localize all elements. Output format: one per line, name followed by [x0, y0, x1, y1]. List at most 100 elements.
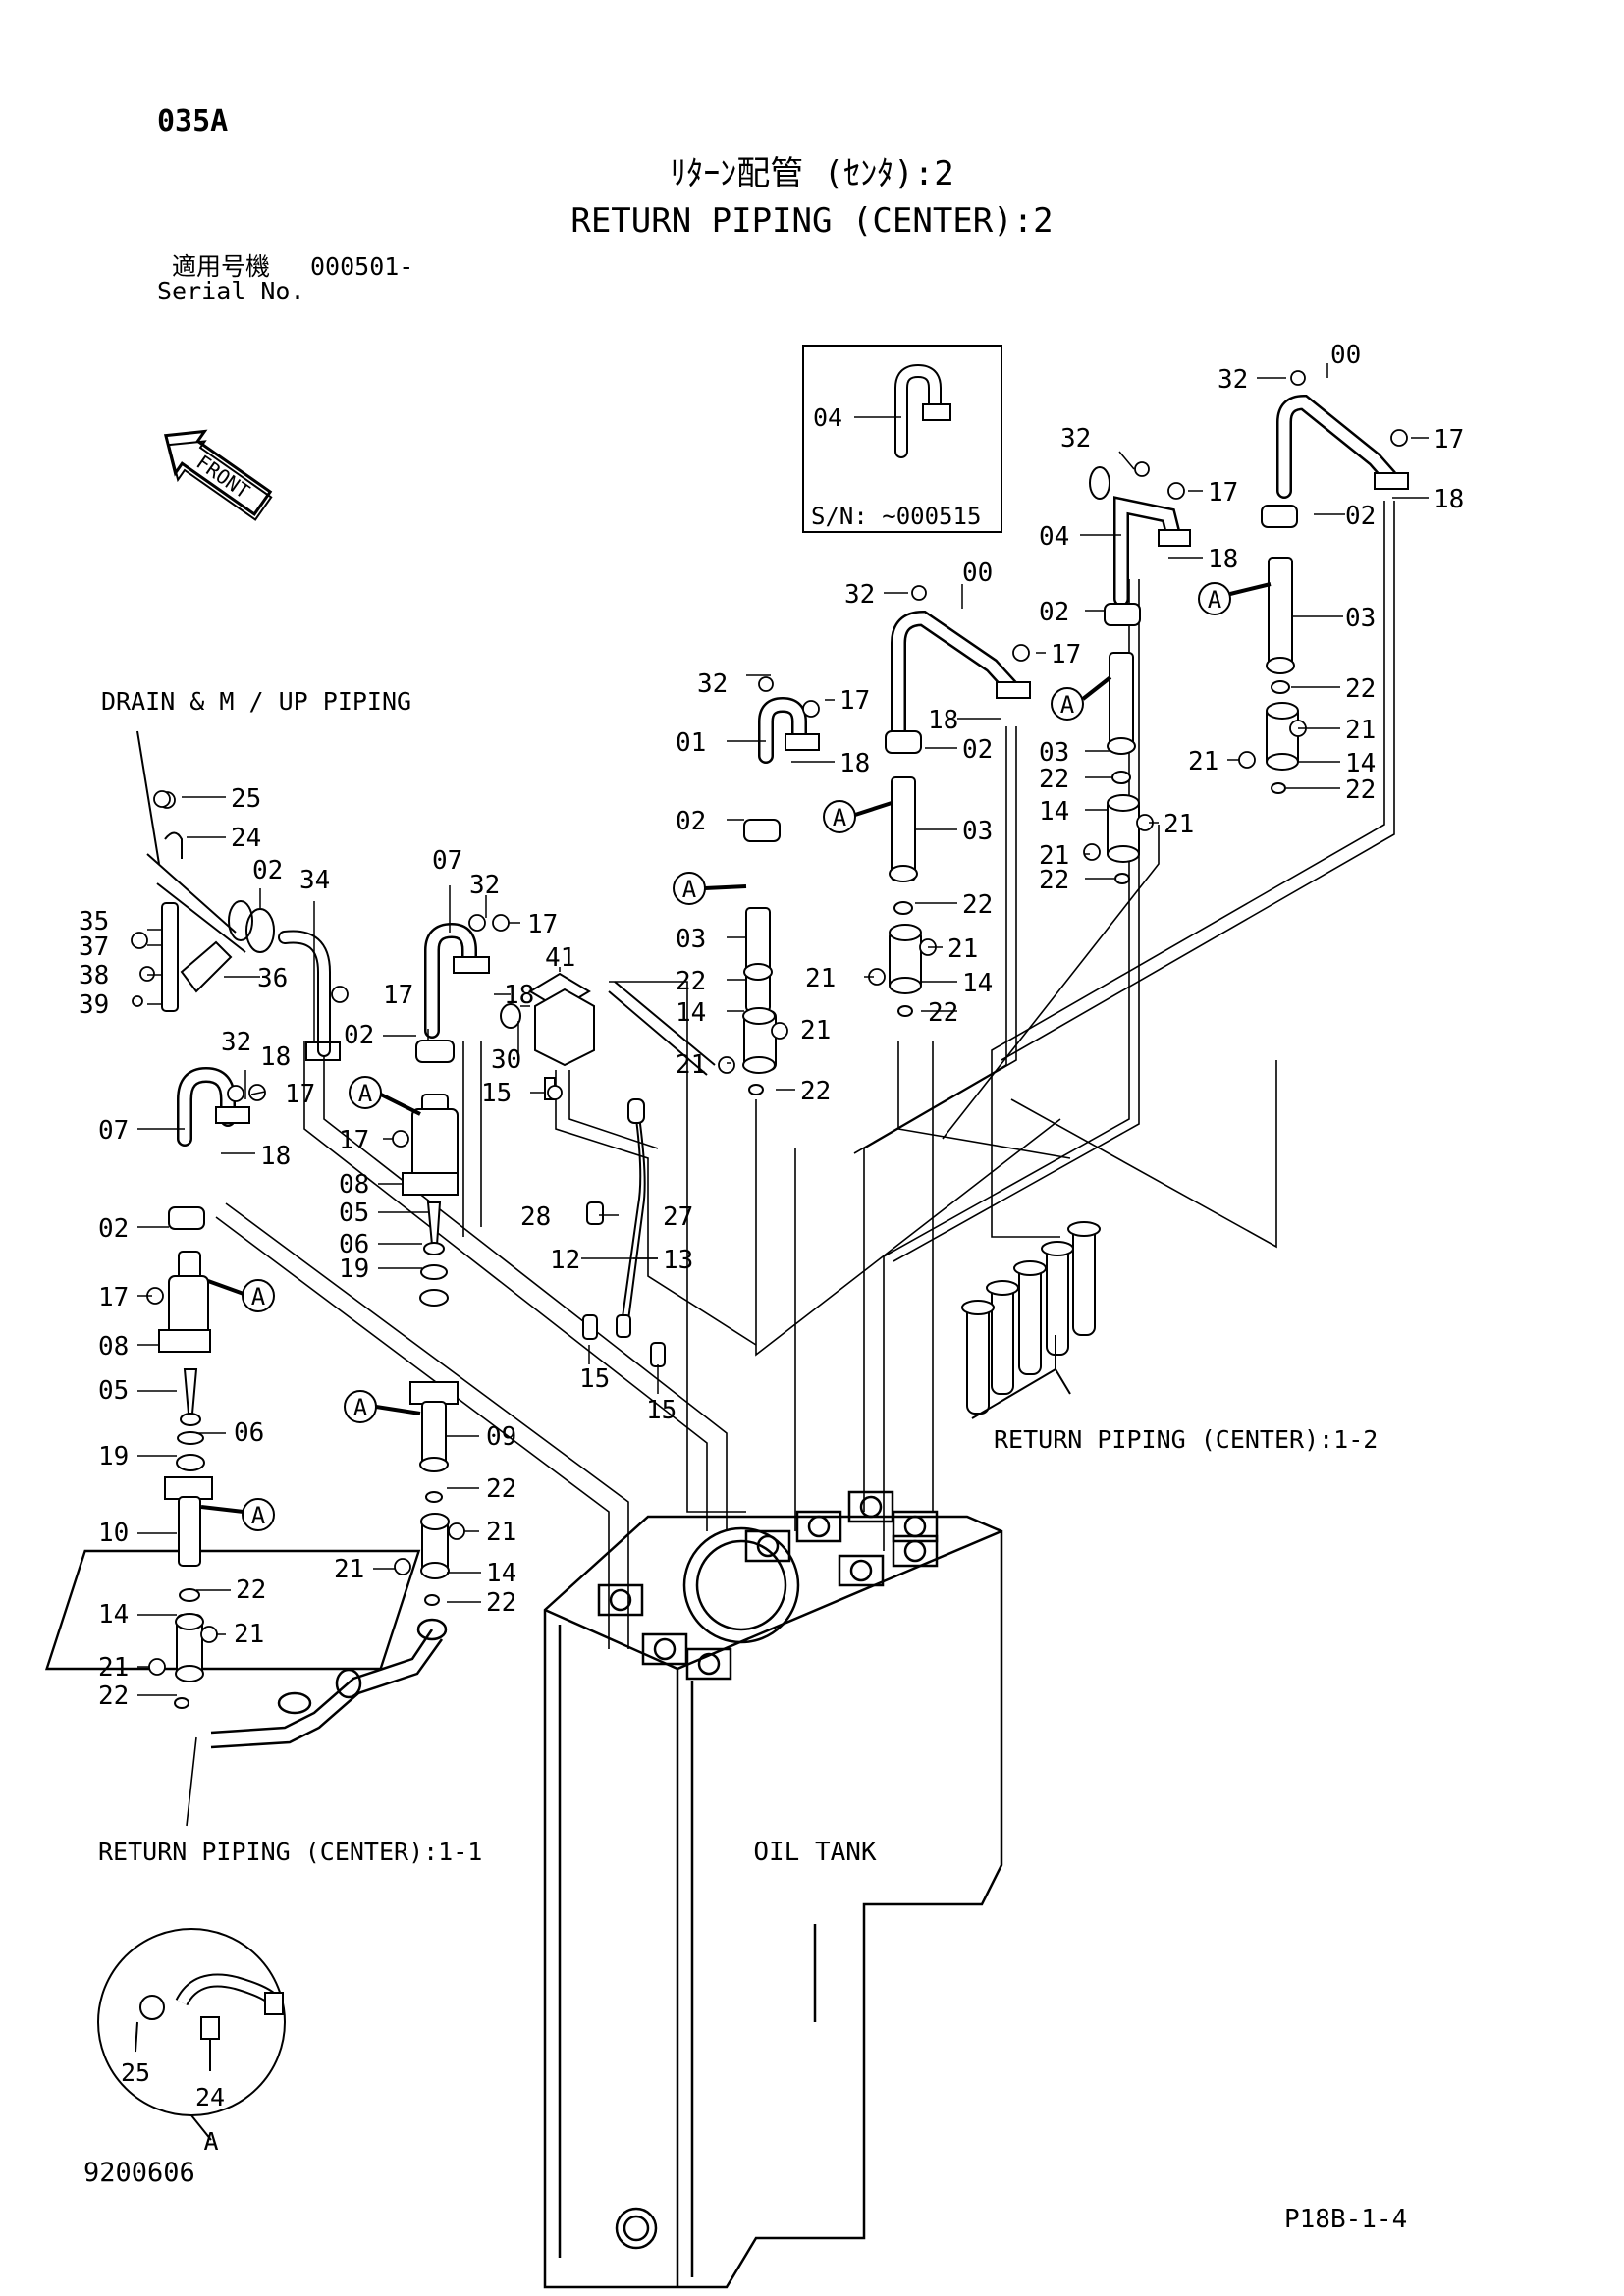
label-21: 21 — [947, 934, 978, 964]
serial-inset: 04 S/N: ~000515 — [802, 345, 1002, 533]
label-14: 14 — [1039, 797, 1069, 827]
oil-tank-label: OIL TANK — [753, 1838, 877, 1867]
label-04: 04 — [1039, 522, 1069, 552]
label-15: 15 — [646, 1396, 677, 1425]
label-21: 21 — [676, 1050, 706, 1080]
label-08: 08 — [339, 1170, 369, 1200]
label-32: 32 — [1218, 365, 1248, 395]
label-22: 22 — [928, 998, 958, 1028]
label-34: 34 — [299, 866, 330, 895]
label-37: 37 — [79, 933, 109, 962]
label-15: 15 — [579, 1364, 610, 1394]
label-35: 35 — [79, 907, 109, 936]
label-00: 00 — [962, 559, 993, 588]
inset-serial: S/N: ~000515 — [811, 503, 981, 530]
part-labels: 25 24 02 34 35 37 38 39 36 17 18 32 17 1… — [79, 341, 1464, 1711]
label-14: 14 — [962, 969, 993, 998]
label-21: 21 — [1164, 810, 1194, 839]
title-en: RETURN PIPING (CENTER):2 — [570, 201, 1053, 240]
label-03: 03 — [676, 925, 706, 954]
detail-view-a — [97, 1928, 286, 2141]
label-17: 17 — [839, 686, 870, 716]
page-code: 035A — [157, 104, 228, 138]
label-14: 14 — [1345, 749, 1376, 778]
label-02: 02 — [1345, 502, 1376, 531]
label-22: 22 — [1039, 866, 1069, 895]
label-32: 32 — [221, 1028, 251, 1057]
label-07: 07 — [98, 1116, 129, 1146]
label-22: 22 — [962, 890, 993, 920]
label-03: 03 — [962, 817, 993, 846]
label-03: 03 — [1345, 604, 1376, 633]
label-05: 05 — [339, 1199, 369, 1228]
label-27: 27 — [663, 1202, 693, 1232]
label-19: 19 — [339, 1255, 369, 1284]
label-02: 02 — [252, 856, 283, 885]
serial-label-jp: 適用号機 — [172, 252, 270, 281]
svg-text:A: A — [682, 876, 697, 903]
label-02: 02 — [344, 1021, 374, 1050]
label-08: 08 — [98, 1332, 129, 1362]
front-arrow-icon: FRONT — [163, 429, 273, 521]
detail-25: 25 — [121, 2058, 150, 2087]
return-tubes-1-2 — [961, 1221, 1101, 1419]
label-21: 21 — [1039, 841, 1069, 871]
label-02: 02 — [962, 735, 993, 765]
label-39: 39 — [79, 990, 109, 1020]
detail-letter: A — [203, 2127, 218, 2156]
label-00: 00 — [1330, 341, 1361, 370]
svg-text:A: A — [1060, 691, 1075, 719]
label-22: 22 — [676, 967, 706, 996]
label-09: 09 — [486, 1422, 516, 1452]
footer-left: 9200606 — [83, 2158, 195, 2188]
label-14: 14 — [676, 998, 706, 1028]
label-18: 18 — [1208, 545, 1238, 574]
callout-a-markers: A A A A A A A A — [200, 582, 1272, 1531]
label-12: 12 — [550, 1246, 580, 1275]
label-18: 18 — [504, 981, 534, 1010]
label-21: 21 — [800, 1016, 831, 1045]
center-left-parts — [402, 922, 490, 1606]
label-24: 24 — [231, 824, 261, 853]
routing-lines — [215, 501, 1395, 1649]
label-22: 22 — [486, 1588, 516, 1618]
label-28: 28 — [520, 1202, 551, 1232]
serial-value: 000501- — [310, 252, 413, 281]
svg-text:A: A — [1208, 586, 1222, 614]
column-04 — [1089, 466, 1191, 884]
svg-text:A: A — [251, 1283, 266, 1310]
column-00-right — [1261, 394, 1409, 794]
left-column-parts — [158, 1066, 250, 1709]
label-36: 36 — [257, 964, 288, 993]
hose-assembly — [500, 972, 716, 1367]
return-1-1-label: RETURN PIPING (CENTER):1-1 — [98, 1838, 482, 1866]
oil-tank — [44, 1490, 1003, 2289]
label-19: 19 — [98, 1442, 129, 1471]
label-05: 05 — [98, 1376, 129, 1406]
label-21: 21 — [234, 1620, 264, 1649]
serial-label-en: Serial No. — [157, 277, 305, 305]
label-18: 18 — [839, 749, 870, 778]
label-14: 14 — [98, 1600, 129, 1629]
drain-label: DRAIN & M / UP PIPING — [101, 687, 411, 716]
label-17: 17 — [383, 981, 413, 1010]
detail-24: 24 — [195, 2083, 225, 2111]
label-32: 32 — [697, 669, 728, 699]
label-21: 21 — [1188, 747, 1218, 776]
label-14: 14 — [486, 1559, 516, 1588]
label-17: 17 — [1208, 478, 1238, 507]
inset-part: 04 — [813, 403, 842, 432]
label-10: 10 — [98, 1519, 129, 1548]
label-21: 21 — [486, 1518, 516, 1547]
label-21: 21 — [1345, 716, 1376, 745]
label-06: 06 — [234, 1418, 264, 1448]
label-17: 17 — [1434, 425, 1464, 454]
svg-text:A: A — [353, 1394, 368, 1421]
label-22: 22 — [1039, 765, 1069, 794]
label-18: 18 — [928, 706, 958, 735]
label-22: 22 — [486, 1474, 516, 1504]
label-18: 18 — [260, 1042, 291, 1072]
label-17: 17 — [339, 1126, 369, 1155]
label-32: 32 — [469, 871, 500, 900]
